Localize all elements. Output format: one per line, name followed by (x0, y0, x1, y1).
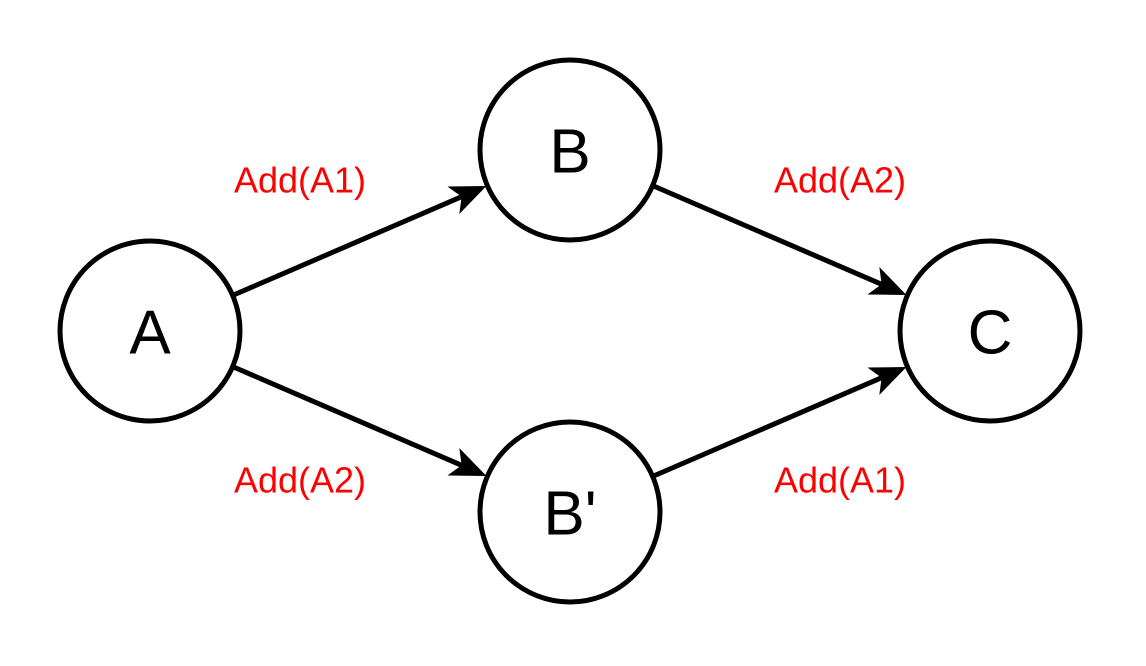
arrow-head-icon (867, 266, 907, 295)
arrow-head-icon (867, 367, 907, 396)
edge-labels-layer: Add(A1) Add(A2) Add(A2) Add(A1) (234, 160, 906, 501)
arrow-head-icon (447, 186, 487, 215)
node-c[interactable]: C (897, 238, 1083, 424)
node-circle (57, 238, 243, 424)
edge-b-c (652, 183, 907, 295)
edge-label-a-b: Add(A1) (234, 160, 366, 201)
edge-label-b-c: Add(A2) (774, 160, 906, 201)
edge-line (232, 364, 463, 468)
nodes-layer: A B B' C (57, 57, 1083, 605)
edge-line (652, 375, 883, 479)
edges-layer (232, 183, 907, 479)
node-label: C (968, 299, 1013, 368)
edge-line (652, 183, 883, 287)
arrow-head-icon (447, 447, 487, 476)
node-bp[interactable]: B' (477, 419, 663, 605)
node-circle (477, 419, 663, 605)
node-a[interactable]: A (57, 238, 243, 424)
node-label: A (129, 299, 171, 368)
edge-a-bp (232, 364, 487, 476)
node-circle (477, 57, 663, 243)
edge-a-b (232, 186, 487, 298)
edge-label-a-bp: Add(A2) (234, 460, 366, 501)
edge-line (232, 194, 463, 298)
node-b[interactable]: B (477, 57, 663, 243)
edge-label-bp-c: Add(A1) (774, 460, 906, 501)
edge-bp-c (652, 367, 907, 479)
node-label: B (549, 118, 590, 187)
node-label: B' (543, 480, 596, 549)
node-circle (897, 238, 1083, 424)
